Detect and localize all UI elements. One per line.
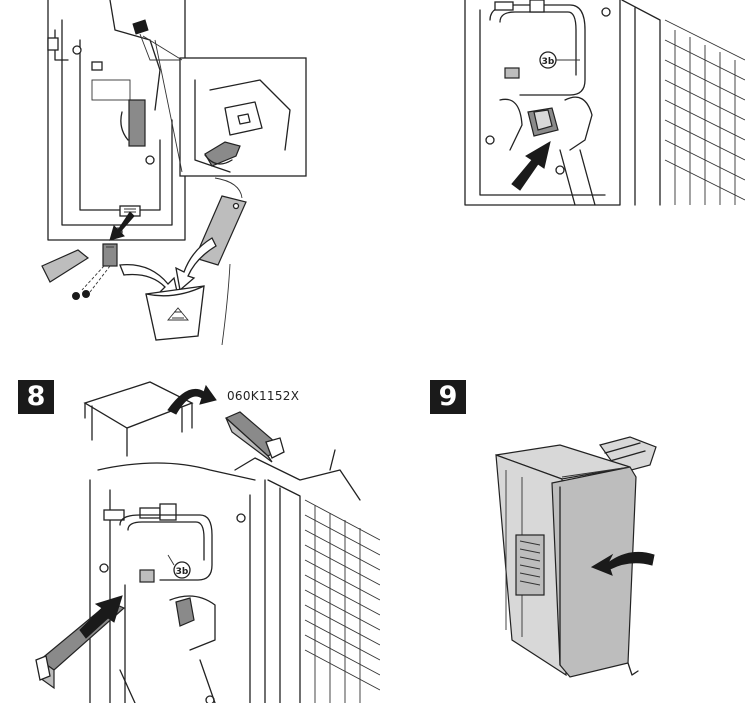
dispose-cartridge-illustration <box>41 0 307 346</box>
step-8-illustration: 3b <box>35 381 380 703</box>
step-9-badge: 9 <box>430 380 466 414</box>
part-number-label: 060K1152X <box>227 389 300 403</box>
callout-3b-bottom: 3b <box>176 567 189 577</box>
insert-cartridge-illustration: 3b <box>464 0 745 206</box>
panel-step-8: 3b <box>0 370 380 703</box>
step-8-badge: 8 <box>18 380 54 414</box>
step-9-illustration <box>495 436 657 678</box>
panel-dispose-cartridge <box>0 0 360 350</box>
panel-step-9 <box>480 425 680 690</box>
panel-insert-cartridge: 3b <box>460 0 745 215</box>
callout-3b-top: 3b <box>542 57 555 67</box>
